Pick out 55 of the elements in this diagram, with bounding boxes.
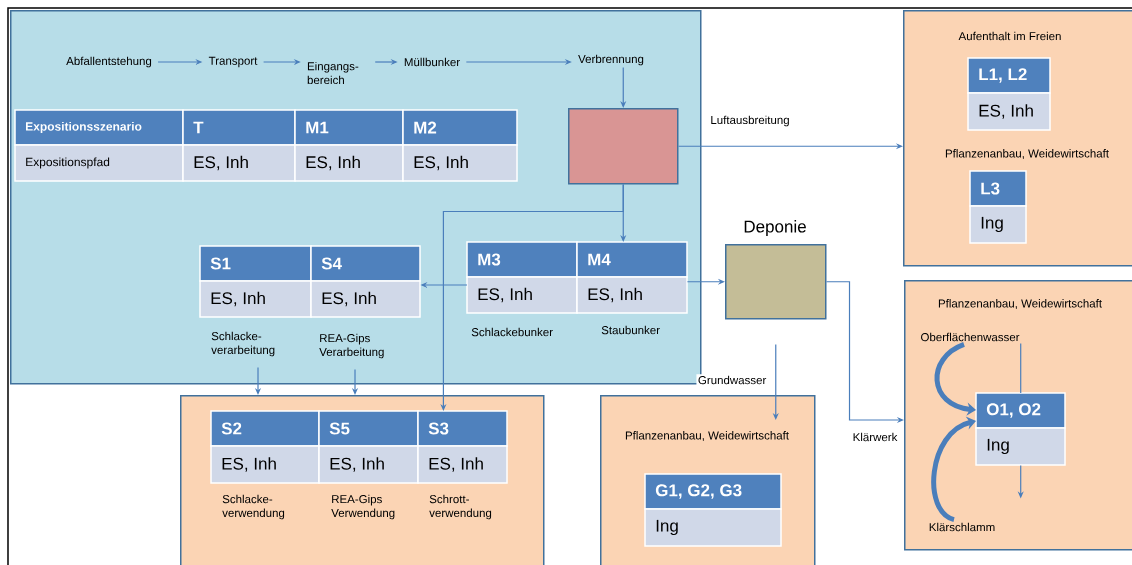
header-cell: S2: [210, 410, 320, 447]
box: [568, 108, 679, 185]
header-cell: T: [182, 109, 296, 146]
table-cell: ES, Inh: [466, 276, 578, 314]
table-cell: ES, Inh: [318, 445, 419, 484]
box-heading: Deponie: [744, 220, 806, 236]
header-cell: M1: [294, 109, 404, 146]
step-label: Eingangs- bereich: [307, 61, 359, 85]
header-cell: S3: [417, 410, 508, 447]
node-label: Schlacke- verwendung: [222, 494, 285, 520]
table-cell: ES, Inh: [967, 92, 1051, 131]
edge-label: Klärwerk: [851, 431, 899, 443]
step-label: Oberflächenwasser: [921, 332, 1020, 342]
header-cell: Expositionsszenario: [14, 109, 184, 146]
connector-line: [1020, 342, 1022, 394]
table-cell: ES, Inh: [576, 276, 688, 314]
step-label: Verbrennung: [578, 54, 644, 66]
header-cell: S1: [199, 245, 312, 282]
table-cell: Ing: [969, 205, 1027, 244]
table-cell: ES, Inh: [417, 445, 508, 484]
node-label: REA-Gips Verarbeitung: [319, 333, 384, 359]
header-cell: L1, L2: [967, 57, 1051, 94]
node-label: Staubunker: [601, 325, 660, 335]
header-cell: S5: [318, 410, 419, 447]
node-label: Schlacke- verarbeitung: [211, 331, 275, 357]
panel-heading: Pflanzenanbau, Weidewirtschaft: [945, 149, 1109, 159]
step-label: Müllbunker: [404, 57, 460, 67]
header-cell: O1, O2: [975, 392, 1066, 429]
step-label: Transport: [208, 56, 258, 68]
header-cell: M3: [466, 241, 578, 278]
header-cell: S4: [310, 245, 421, 282]
panel-heading: Pflanzenanbau, Weidewirtschaft: [938, 299, 1102, 309]
table-cell: ES, Inh: [199, 280, 312, 318]
node-label: Schlackebunker: [471, 327, 553, 337]
table-cell: Ing: [644, 508, 782, 547]
edge-label: Luftausbreitung: [708, 114, 792, 128]
table-cell: ES, Inh: [210, 445, 320, 484]
edge-label: Grundwasser: [696, 374, 768, 386]
node-label: Schrott- verwendung: [429, 494, 492, 520]
panel-heading: Pflanzenanbau, Weidewirtschaft: [625, 431, 789, 441]
table-cell: ES, Inh: [402, 144, 518, 182]
step-label: Klärschlamm: [929, 522, 995, 532]
header-cell: L3: [969, 170, 1027, 207]
table-cell: ES, Inh: [310, 280, 421, 318]
node-label: REA-Gips Verwendung: [331, 494, 395, 520]
table-cell: ES, Inh: [294, 144, 404, 182]
table-cell: ES, Inh: [182, 144, 296, 182]
step-label: Abfallentstehung: [66, 56, 152, 68]
header-cell: M4: [576, 241, 688, 278]
table-cell: Expositionspfad: [14, 144, 184, 182]
header-cell: G1, G2, G3: [644, 473, 782, 510]
header-cell: M2: [402, 109, 518, 146]
table-cell: Ing: [975, 427, 1066, 466]
panel-heading: Aufenthalt im Freien: [958, 31, 1061, 41]
curved-arrow: [931, 416, 976, 522]
